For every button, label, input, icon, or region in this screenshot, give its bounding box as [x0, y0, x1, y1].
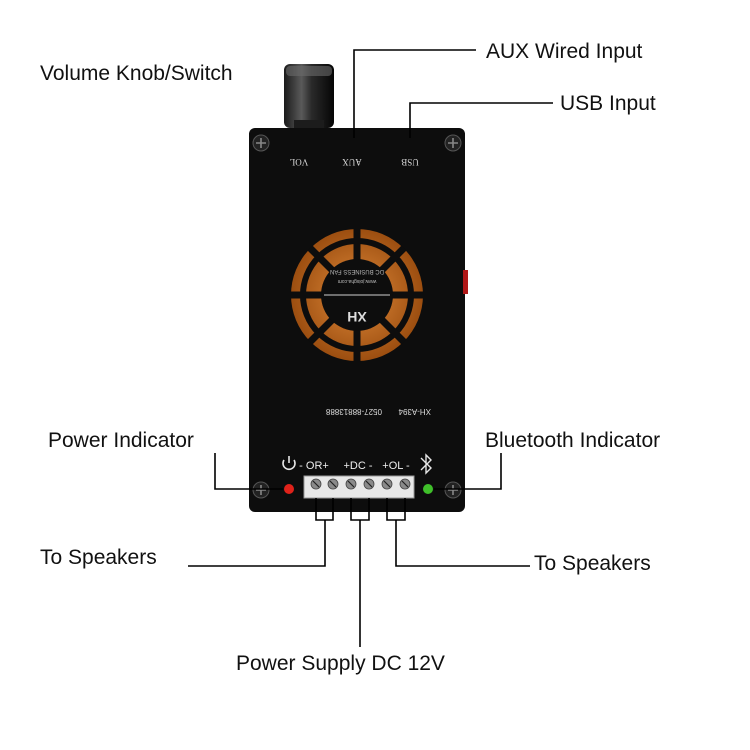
corner-screw: [252, 481, 270, 499]
corner-screw: [444, 481, 462, 499]
power-indicator-label: Power Indicator: [48, 429, 194, 452]
corner-screw: [252, 134, 270, 152]
fan-brand: DC BUSINESS FAN: [330, 268, 384, 274]
power-symbol-icon: [282, 456, 296, 471]
port-label-usb: USB: [401, 157, 419, 167]
power-indicator-callout-line: [214, 453, 283, 490]
speakers-right-callout-line: [395, 520, 530, 567]
aux-callout-line: [353, 49, 476, 138]
cooling-fan: XH www.joisgha.com DC BUSINESS FAN: [291, 229, 423, 361]
power-led: [284, 484, 294, 494]
terminal-label-or: - OR+: [299, 460, 329, 472]
terminal-label-dc: +DC -: [343, 460, 372, 472]
bluetooth-icon: [420, 453, 432, 475]
usb-callout-line: [409, 102, 553, 138]
phone-number: 0527-88813888: [325, 407, 382, 416]
fan-logo: XH: [347, 309, 366, 325]
amplifier-board: VOL AUX USB XH www.joisgha.com DC BUSINE…: [249, 128, 468, 512]
callout-lines: [188, 49, 553, 647]
bluetooth-indicator-label: Bluetooth Indicator: [485, 429, 661, 452]
volume-knob: [284, 64, 334, 130]
speakers-left-label: To Speakers: [40, 546, 157, 569]
bluetooth-indicator-callout-line: [434, 453, 502, 490]
port-label-aux: AUX: [342, 157, 362, 167]
speakers-left-callout-line: [188, 520, 326, 567]
power-supply-label: Power Supply DC 12V: [236, 652, 445, 675]
terminal-block: [303, 475, 415, 499]
speakers-right-label: To Speakers: [534, 552, 651, 575]
bluetooth-led: [423, 484, 433, 494]
usb-input-label: USB Input: [560, 92, 656, 115]
fan-url: www.joisgha.com: [338, 278, 377, 284]
terminal-label-ol: +OL -: [382, 460, 410, 472]
port-label-vol: VOL: [290, 157, 309, 167]
corner-screw: [444, 134, 462, 152]
volume-knob-label: Volume Knob/Switch: [40, 62, 233, 85]
aux-input-label: AUX Wired Input: [486, 40, 643, 63]
model-number: XH-A394: [398, 407, 431, 416]
